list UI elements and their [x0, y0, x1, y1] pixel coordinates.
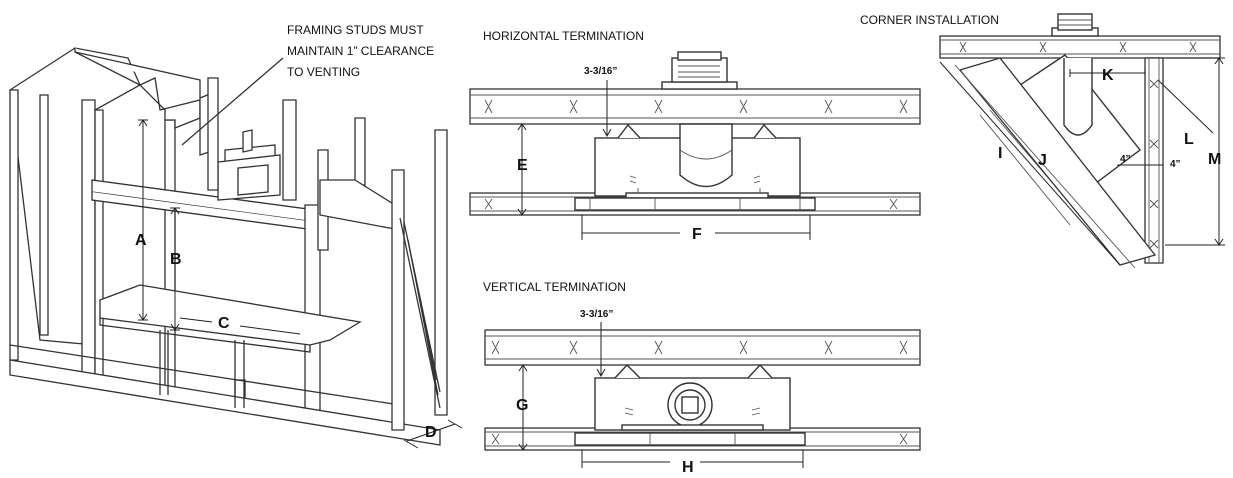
dimension-label-a: A — [135, 232, 147, 249]
dimension-label-g: G — [516, 397, 528, 414]
corner-installation-view: CORNER INSTALLATION I J K L M 4” 4” — [860, 13, 1225, 269]
dimension-label-b: B — [170, 251, 182, 268]
dimension-label-c: C — [218, 315, 230, 332]
corner-clearance-a: 4” — [1120, 154, 1131, 165]
dimension-label-e: E — [517, 157, 528, 174]
corner-clearance-b: 4” — [1170, 159, 1181, 170]
horizontal-offset-label: 3-3/16” — [584, 66, 617, 77]
dimension-label-f: F — [692, 226, 702, 243]
framing-3d-view: FRAMING STUDS MUST MAINTAIN 1” CLEARANCE… — [9, 23, 463, 449]
dimension-label-k: K — [1102, 67, 1114, 84]
vertical-termination-view: VERTICAL TERMINATION 3-3/16” G H — [483, 280, 921, 476]
horizontal-termination-view: HORIZONTAL TERMINATION 3-3/16” E F — [469, 29, 921, 243]
dimension-label-j: J — [1038, 152, 1047, 169]
framing-note-line-2: MAINTAIN 1” CLEARANCE — [287, 44, 434, 58]
corner-installation-title: CORNER INSTALLATION — [860, 13, 999, 27]
framing-note-line-1: FRAMING STUDS MUST — [287, 23, 424, 37]
vertical-offset-label: 3-3/16” — [580, 309, 613, 320]
dimension-label-m: M — [1208, 151, 1221, 168]
vertical-termination-title: VERTICAL TERMINATION — [483, 280, 626, 294]
horizontal-termination-title: HORIZONTAL TERMINATION — [483, 29, 644, 43]
corner-side-wall — [1144, 57, 1164, 264]
dimension-label-l: L — [1184, 131, 1194, 148]
top-joist — [469, 88, 921, 125]
corner-top-wall — [939, 35, 1221, 59]
top-joist-vertical — [484, 329, 921, 366]
dimension-label-d: D — [425, 424, 437, 441]
dimension-label-i: I — [998, 145, 1002, 162]
dimension-label-h: H — [682, 459, 694, 473]
framing-note-line-3: TO VENTING — [287, 65, 360, 79]
